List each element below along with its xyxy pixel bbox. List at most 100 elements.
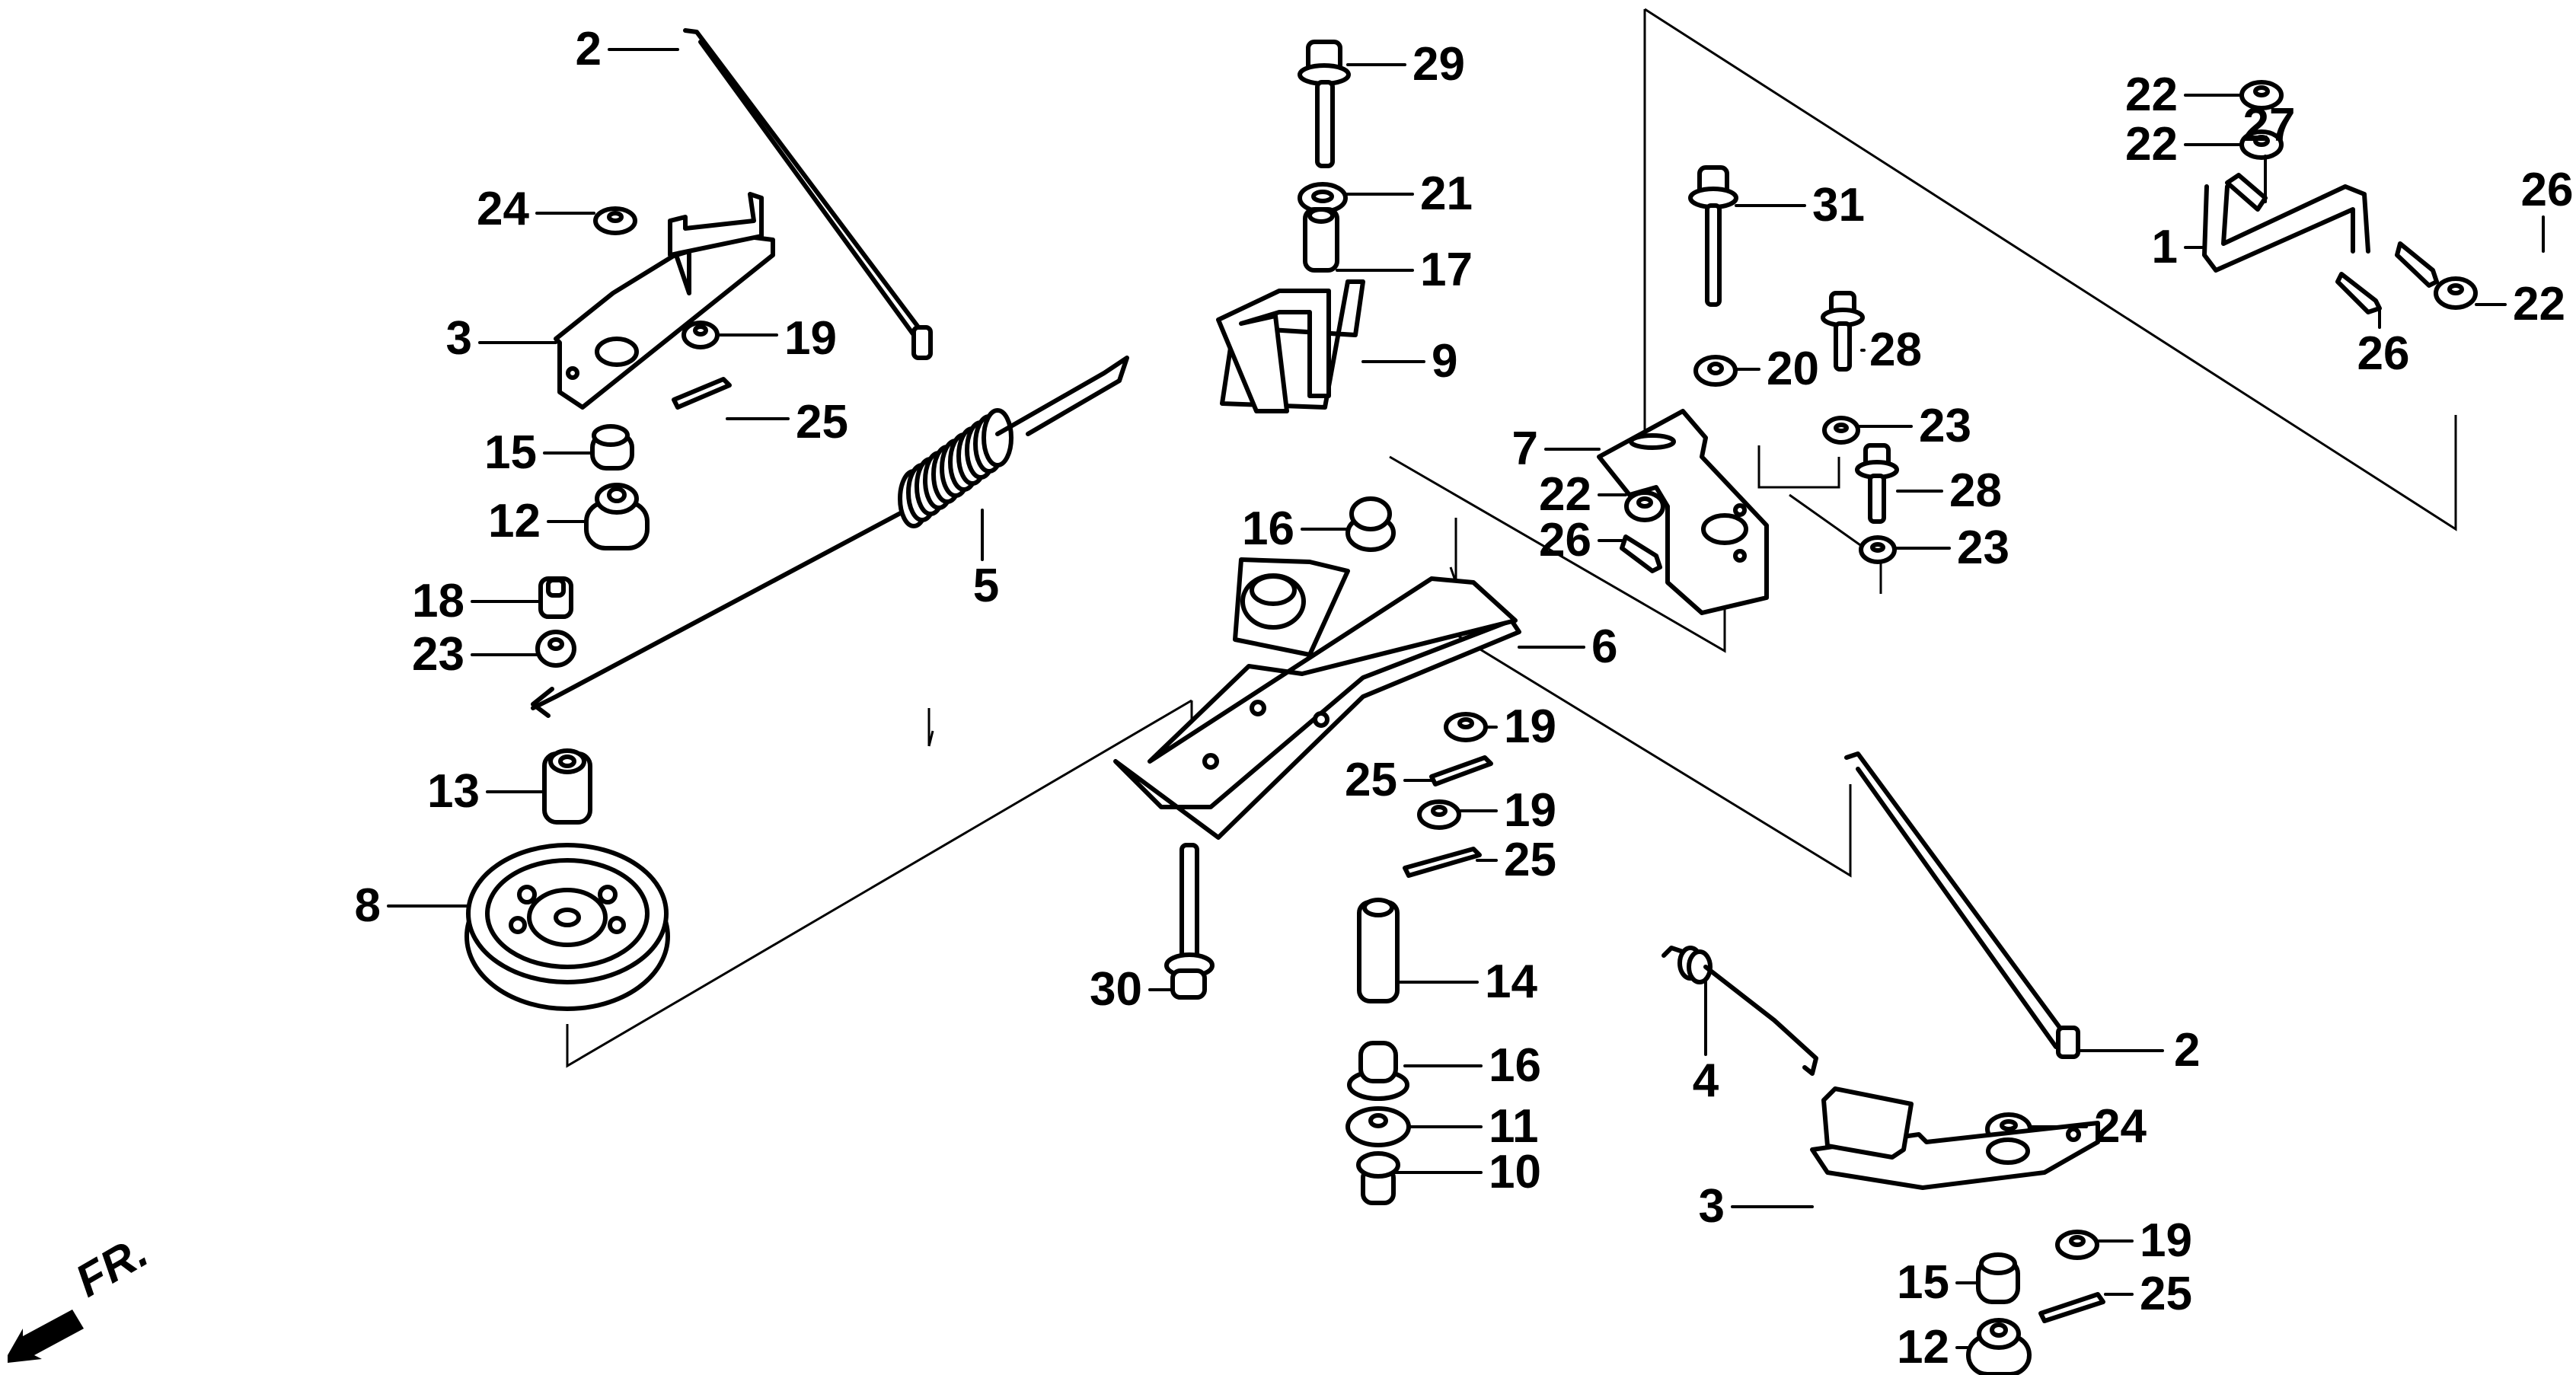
washer-22-plate <box>1624 490 1665 522</box>
rod-upper-left <box>683 28 933 360</box>
callout-5: 5 <box>973 509 999 612</box>
callout-24: 24 <box>2030 1100 2147 1153</box>
callout-8: 8 <box>355 879 470 932</box>
callout-label: 21 <box>1420 167 1473 220</box>
callout-label: 26 <box>2357 327 2410 380</box>
callout-19: 19 <box>1483 700 1556 753</box>
callout-10: 10 <box>1392 1146 1541 1198</box>
callout-label: 7 <box>1512 423 1538 475</box>
callout-31: 31 <box>1735 179 1865 231</box>
callout-label: 19 <box>1504 700 1556 753</box>
callout-19: 19 <box>718 312 837 365</box>
bracket-upper-left <box>554 192 775 410</box>
callout-label: 14 <box>1485 955 1537 1008</box>
callout-15: 15 <box>1897 1256 1980 1309</box>
callout-label: 28 <box>1949 464 2002 517</box>
nut-18 <box>538 576 573 619</box>
callout-label: 2 <box>576 23 602 75</box>
callout-label: 25 <box>1345 754 1397 806</box>
callout-16: 16 <box>1403 1039 1541 1092</box>
bushing-12-lower <box>1966 1318 2032 1375</box>
washer-23-lower-right <box>1859 535 1897 564</box>
pin-26-right-a <box>2335 272 2382 314</box>
cotter-pin-25-lower-right <box>2038 1292 2105 1323</box>
cotter-pin-25-upper-left <box>672 377 732 410</box>
callout-label: 16 <box>1489 1039 1541 1092</box>
front-direction-label: FR. <box>67 1226 156 1306</box>
callout-label: 15 <box>484 426 537 479</box>
callout-3: 3 <box>446 312 557 365</box>
callout-14: 14 <box>1396 955 1537 1008</box>
bushing-12-upper <box>584 483 650 550</box>
callout-label: 9 <box>1432 335 1457 388</box>
callout-label: 11 <box>1489 1100 1539 1153</box>
callout-label: 8 <box>355 879 381 932</box>
idler-pulley <box>464 843 670 1011</box>
callout-label: 31 <box>1812 179 1865 231</box>
clip-27 <box>2225 173 2268 212</box>
callout-22: 22 <box>2475 278 2565 330</box>
bolt-31 <box>1688 165 1738 307</box>
callout-label: 23 <box>1957 522 2009 574</box>
callout-2: 2 <box>576 23 679 75</box>
callout-label: 4 <box>1693 1054 1719 1107</box>
callout-label: 5 <box>973 560 999 612</box>
callout-label: 19 <box>2140 1214 2192 1267</box>
pin-26-plate <box>1620 534 1662 573</box>
rod-lower-right <box>1844 751 2080 1059</box>
callout-9: 9 <box>1361 335 1457 388</box>
callout-23: 23 <box>1894 522 2009 574</box>
callout-28: 28 <box>1896 464 2002 517</box>
callout-7: 7 <box>1512 423 1601 475</box>
callout-11: 11 <box>1407 1100 1539 1153</box>
collar-15-lower <box>1976 1252 2020 1304</box>
front-direction-arrow-icon <box>8 1310 84 1363</box>
callout-label: 3 <box>1699 1180 1725 1233</box>
callout-16: 16 <box>1242 502 1349 555</box>
washer-23-left <box>535 630 576 668</box>
callout-27: 27 <box>2243 99 2296 203</box>
callout-label: 29 <box>1412 38 1465 91</box>
callout-label: 19 <box>784 312 837 365</box>
bushing-16-upper <box>1345 496 1396 552</box>
pin-26-right-b <box>2395 241 2439 288</box>
callout-12: 12 <box>1897 1321 1970 1373</box>
callout-label: 28 <box>1869 324 1922 376</box>
spring-long <box>531 356 1129 718</box>
washer-19-lower-right <box>2055 1230 2099 1260</box>
callout-label: 30 <box>1090 963 1142 1016</box>
callout-25: 25 <box>1345 754 1433 806</box>
callout-label: 2 <box>2174 1024 2200 1077</box>
callout-label: 27 <box>2243 99 2296 152</box>
callout-15: 15 <box>484 426 592 479</box>
bracket-lower-right <box>1810 1086 2100 1190</box>
callout-label: 18 <box>412 575 464 627</box>
spring-short <box>1661 946 1818 1076</box>
callout-28: 28 <box>1860 324 1922 376</box>
callout-label: 26 <box>1539 514 1591 566</box>
callout-2: 2 <box>2077 1024 2200 1077</box>
callout-label: 17 <box>1420 244 1473 296</box>
callout-label: 15 <box>1897 1256 1949 1309</box>
callout-25: 25 <box>2104 1268 2192 1320</box>
collar-15-upper <box>590 424 634 471</box>
washer-19-upper-left <box>682 321 720 349</box>
callout-label: 3 <box>446 312 472 365</box>
crank-rod-1 <box>2202 184 2370 273</box>
callout-label: 6 <box>1591 621 1617 673</box>
callout-12: 12 <box>488 495 588 547</box>
callout-label: 23 <box>1919 400 1971 452</box>
callout-label: 24 <box>2094 1100 2147 1153</box>
washer-23-upper-right <box>1822 416 1860 445</box>
washer-24-upper <box>593 206 637 235</box>
callout-26: 26 <box>2521 164 2573 253</box>
callout-label: 16 <box>1242 502 1294 555</box>
callout-25: 25 <box>1476 834 1556 886</box>
callout-21: 21 <box>1344 167 1473 220</box>
guide-9 <box>1216 279 1365 413</box>
callout-26: 26 <box>2357 307 2410 380</box>
callout-20: 20 <box>1735 343 1819 395</box>
callout-label: 13 <box>427 765 480 818</box>
callout-1: 1 <box>2152 221 2206 273</box>
